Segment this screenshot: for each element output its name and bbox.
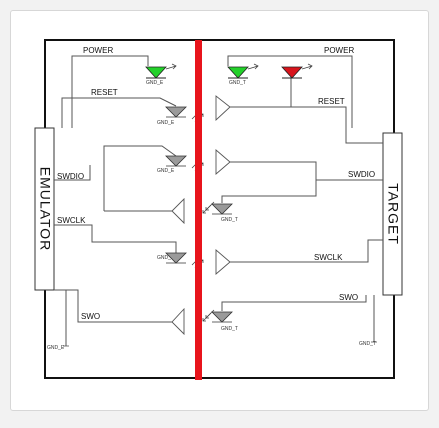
power-left-label: POWER bbox=[83, 46, 113, 55]
led-green-icon bbox=[227, 63, 259, 79]
swdio-right-label: SWDIO bbox=[348, 170, 375, 179]
opto-emitter-icon bbox=[165, 106, 187, 118]
target-box bbox=[382, 132, 403, 296]
buffer-triangle-icon bbox=[215, 249, 231, 275]
opto-emitter-icon bbox=[165, 155, 187, 167]
target-label: TARGET bbox=[385, 183, 401, 245]
reset-right-label: RESET bbox=[318, 97, 345, 106]
emulator-label: EMULATOR bbox=[37, 167, 53, 252]
swdio-left-label: SWDIO bbox=[57, 172, 84, 181]
buffer-triangle-icon bbox=[171, 197, 185, 225]
emulator-box bbox=[34, 127, 55, 291]
buffer-triangle-icon bbox=[215, 149, 231, 175]
gnd-e-label: GND_E bbox=[157, 168, 175, 174]
gnd-t-label: GND_T bbox=[221, 326, 238, 332]
led-red-icon bbox=[281, 63, 313, 79]
swo-right-label: SWO bbox=[339, 293, 358, 302]
opto-emitter-icon bbox=[211, 203, 233, 215]
swo-left-label: SWO bbox=[81, 312, 100, 321]
reset-left-label: RESET bbox=[91, 88, 118, 97]
gnd-t-label: GND_T bbox=[229, 80, 246, 86]
buffer-triangle-icon bbox=[171, 307, 185, 336]
swclk-right-label: SWCLK bbox=[314, 253, 343, 262]
gnd-e-label: GND_E bbox=[146, 80, 164, 86]
buffer-triangle-icon bbox=[215, 95, 231, 122]
isolation-barrier bbox=[195, 40, 202, 380]
ground-icon bbox=[63, 341, 377, 347]
gnd-e-label: GND_E bbox=[157, 120, 175, 126]
gnd-t-label: GND_T bbox=[221, 217, 238, 223]
gnd-t-label: GND_T bbox=[359, 341, 376, 347]
gnd-e-label: GND_E bbox=[47, 345, 65, 351]
opto-emitter-icon bbox=[211, 311, 233, 323]
opto-emitter-icon bbox=[165, 252, 187, 264]
swclk-left-label: SWCLK bbox=[57, 216, 86, 225]
power-right-label: POWER bbox=[324, 46, 354, 55]
led-green-icon bbox=[145, 63, 177, 79]
gnd-e-label: GND_E bbox=[157, 255, 175, 261]
wires bbox=[54, 55, 383, 346]
